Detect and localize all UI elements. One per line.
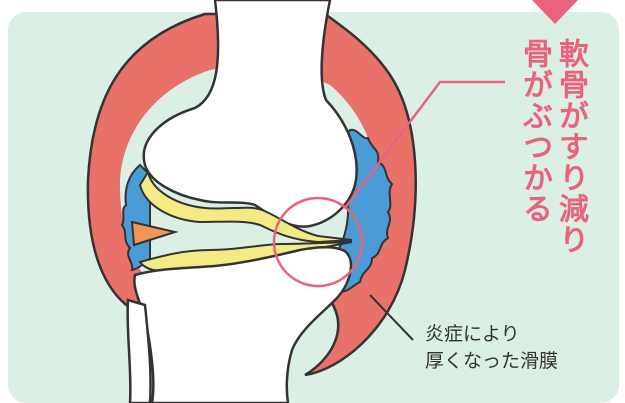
synovium-label-line2: 厚くなった滑膜 [425, 348, 558, 375]
synovium-label-line1: 炎症により [425, 321, 558, 348]
fibula-bone [128, 300, 151, 403]
synovium-label: 炎症により 厚くなった滑膜 [425, 321, 558, 375]
callout-text-line2: 骨がぶつかる [516, 38, 552, 224]
callout-text-line1: 軟骨がすり減り [552, 38, 588, 255]
